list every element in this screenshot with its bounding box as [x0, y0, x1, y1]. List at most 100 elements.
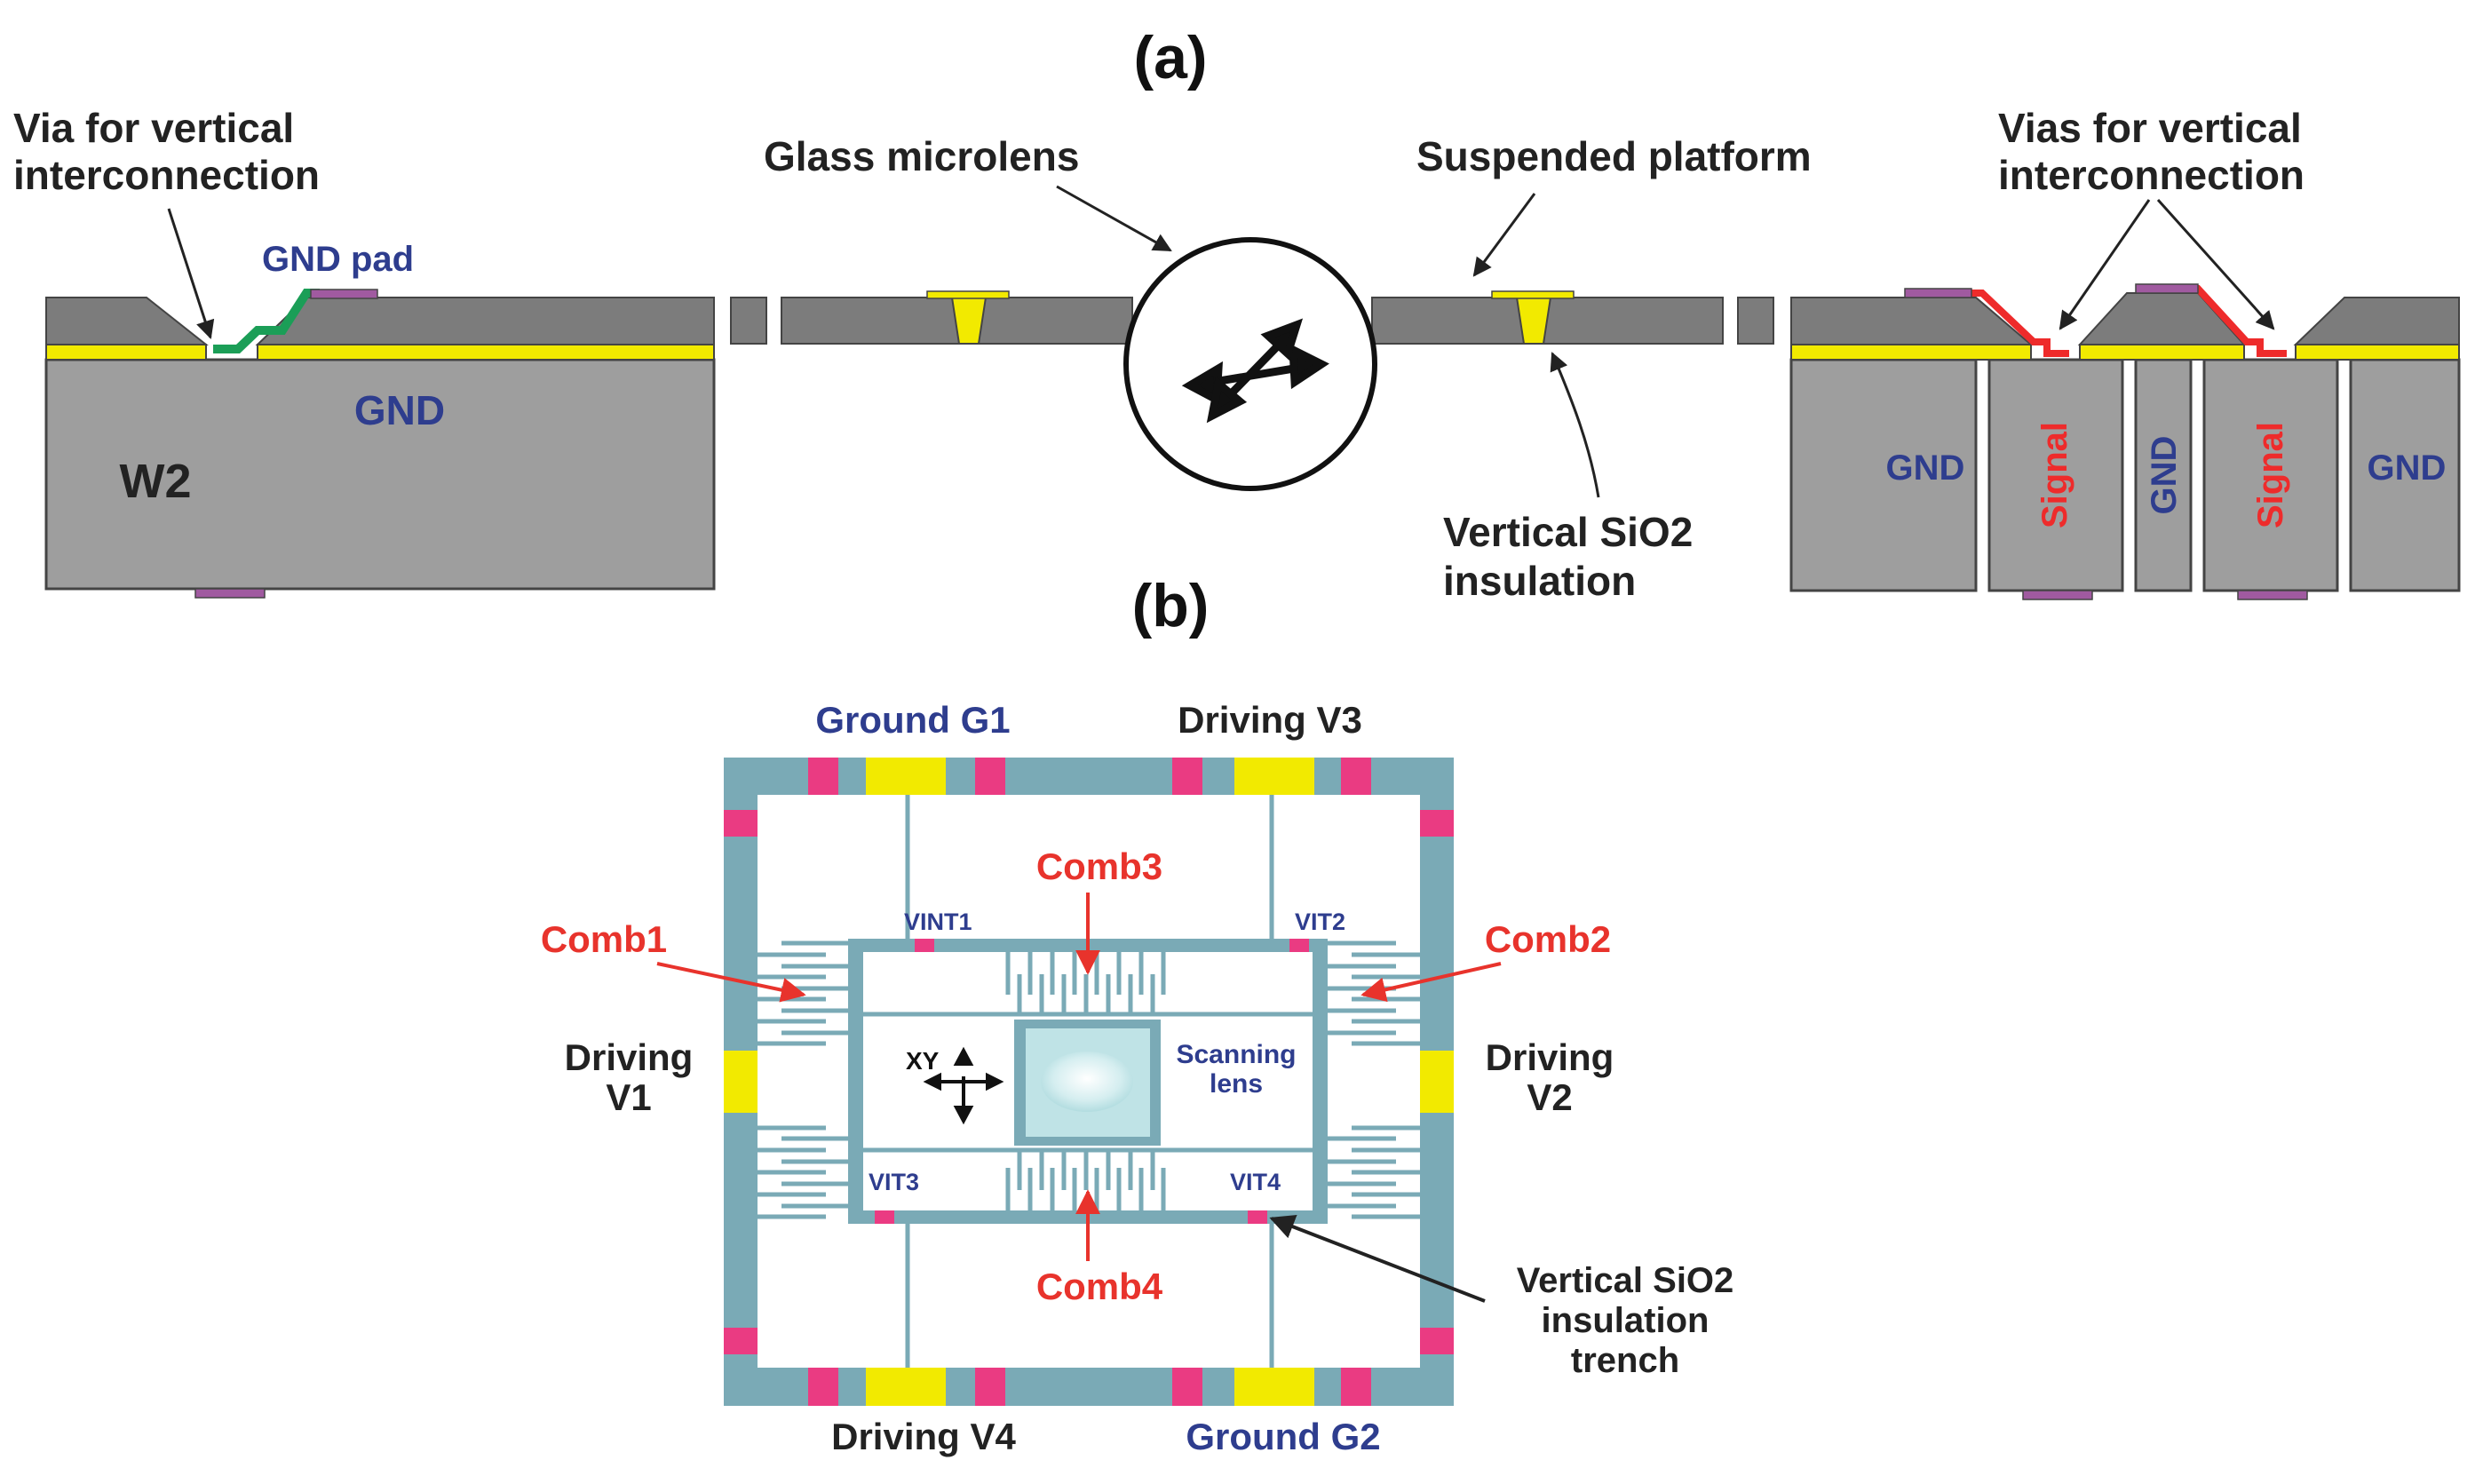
via-label-line1: Via for vertical — [13, 105, 294, 151]
comb3-label: Comb3 — [1036, 845, 1162, 887]
right-col-label-5: GND — [2368, 448, 2447, 488]
pad-top-pink-2 — [975, 758, 1005, 795]
vias-label-line2: interconnection — [1998, 152, 2304, 198]
xy-label: XY — [906, 1047, 940, 1075]
pad-bottom-pink-2 — [975, 1368, 1005, 1406]
right-col-4 — [2202, 358, 2339, 592]
spring-block-left — [730, 297, 767, 345]
pad-right-pink-1 — [1420, 810, 1454, 837]
insulation-label-line1: Vertical SiO2 — [1443, 509, 1693, 555]
left-gnd-label: GND — [354, 387, 445, 433]
driving-v2-line1: Driving — [1486, 1036, 1614, 1078]
scanning-lens-label-line1: Scanning — [1176, 1040, 1296, 1069]
green-via-trace — [213, 289, 320, 353]
trench-label-line2: insulation — [1542, 1301, 1709, 1340]
pad-bottom-pink-4 — [1341, 1368, 1371, 1406]
vit2-label: VIT2 — [1295, 909, 1345, 935]
pad-bottom-pink-1 — [808, 1368, 838, 1406]
scanning-lens — [1041, 1051, 1133, 1112]
glass-microlens-label: Glass microlens — [764, 133, 1079, 179]
right-wafer: GND Signal GND Signal GND — [1789, 283, 2461, 600]
platform-arrow — [1472, 193, 1536, 277]
right-oxide-2 — [2079, 344, 2245, 361]
pad-top-pink-3 — [1172, 758, 1202, 795]
trench-label-line3: trench — [1571, 1341, 1679, 1380]
glass-microlens-circle — [1123, 237, 1377, 491]
inner-pad-1 — [915, 939, 934, 952]
pad-left-platform — [926, 290, 1010, 299]
vias-arrow-2 — [2156, 198, 2275, 330]
spring-block-right — [1737, 297, 1774, 345]
inner-pad-4 — [1248, 1210, 1267, 1224]
right-top-pad-2 — [2135, 283, 2199, 294]
right-col-label-3: GND — [2145, 436, 2184, 515]
via-label-line2: interconnection — [13, 152, 320, 198]
vit3-label: VIT3 — [869, 1169, 919, 1195]
comb1-label: Comb1 — [541, 918, 667, 960]
center-structure — [730, 237, 1774, 491]
right-col-label-2: Signal — [2035, 422, 2074, 528]
driving-v1-line1: Driving — [565, 1036, 694, 1078]
ground-g2-label: Ground G2 — [1186, 1416, 1380, 1457]
right-oxide-1 — [1790, 344, 2032, 361]
microlens-arrow — [1056, 185, 1172, 252]
pad-right-platform — [1491, 290, 1575, 299]
w2-substrate — [44, 358, 716, 591]
left-wafer: GND W2 — [44, 289, 716, 599]
driving-v2-line2: V2 — [1527, 1076, 1572, 1118]
left-top-wafer-1 — [45, 297, 209, 345]
left-top-wafer-2 — [255, 297, 715, 345]
vint1-label: VINT1 — [904, 909, 972, 935]
gnd-pad — [310, 289, 378, 299]
right-col-label-4: Signal — [2251, 422, 2290, 528]
ground-g1-label: Ground G1 — [815, 699, 1010, 741]
right-col-3 — [2134, 358, 2193, 592]
right-bottom-pad-2 — [2237, 590, 2308, 600]
comb-right — [1327, 940, 1420, 1219]
inner-pad-2 — [1289, 939, 1309, 952]
suspension-beams — [905, 795, 1274, 1368]
trench-arrow — [1269, 1215, 1486, 1303]
comb2-arrow — [1360, 962, 1502, 1003]
bottom-pad-left — [194, 588, 266, 599]
right-top-pad-1 — [1904, 288, 1972, 298]
suspended-platform-label: Suspended platform — [1416, 133, 1812, 179]
inner-pad-3 — [875, 1210, 894, 1224]
pad-top-pink-1 — [808, 758, 838, 795]
pad-bottom-pink-3 — [1172, 1368, 1202, 1406]
right-top-wafer-1 — [1790, 297, 2034, 345]
trench-label-line1: Vertical SiO2 — [1517, 1261, 1734, 1300]
right-col-label-1: GND — [1886, 448, 1965, 488]
motion-arrows-icon — [1181, 318, 1329, 424]
comb1-arrow — [656, 962, 806, 1003]
panel-b: (b) — [541, 572, 1733, 1457]
right-top-wafer-2 — [2077, 292, 2247, 345]
gnd-pad-label: GND pad — [262, 240, 414, 279]
right-bottom-pad-1 — [2022, 590, 2093, 600]
pad-left-yellow — [724, 1051, 758, 1113]
right-oxide-3 — [2295, 344, 2460, 361]
insulation-label-line2: insulation — [1443, 558, 1636, 604]
panel-b-title: (b) — [1132, 572, 1210, 639]
panel-a-title: (a) — [1133, 24, 1207, 91]
comb4-label: Comb4 — [1036, 1266, 1163, 1307]
right-top-wafer-3 — [2293, 297, 2460, 345]
pad-bottom-yellow-2 — [1234, 1368, 1314, 1406]
driving-v3-label: Driving V3 — [1178, 699, 1362, 741]
via-arrow — [167, 208, 215, 339]
scanning-lens-label-line2: lens — [1210, 1069, 1263, 1099]
pad-right-pink-2 — [1420, 1328, 1454, 1354]
pad-right-yellow — [1420, 1051, 1454, 1113]
driving-v4-label: Driving V4 — [831, 1416, 1016, 1457]
vit4-label: VIT4 — [1230, 1169, 1281, 1195]
panel-a: (a) GND W2 Via for vertical interconnect… — [13, 24, 2461, 604]
right-col-1 — [1789, 358, 1978, 592]
pad-top-yellow-1 — [866, 758, 946, 795]
xy-cross-icon — [923, 1046, 1004, 1125]
pad-bottom-yellow-1 — [866, 1368, 946, 1406]
pad-left-pink-1 — [724, 810, 758, 837]
pad-left-pink-2 — [724, 1328, 758, 1354]
outer-pads — [724, 758, 1454, 1406]
